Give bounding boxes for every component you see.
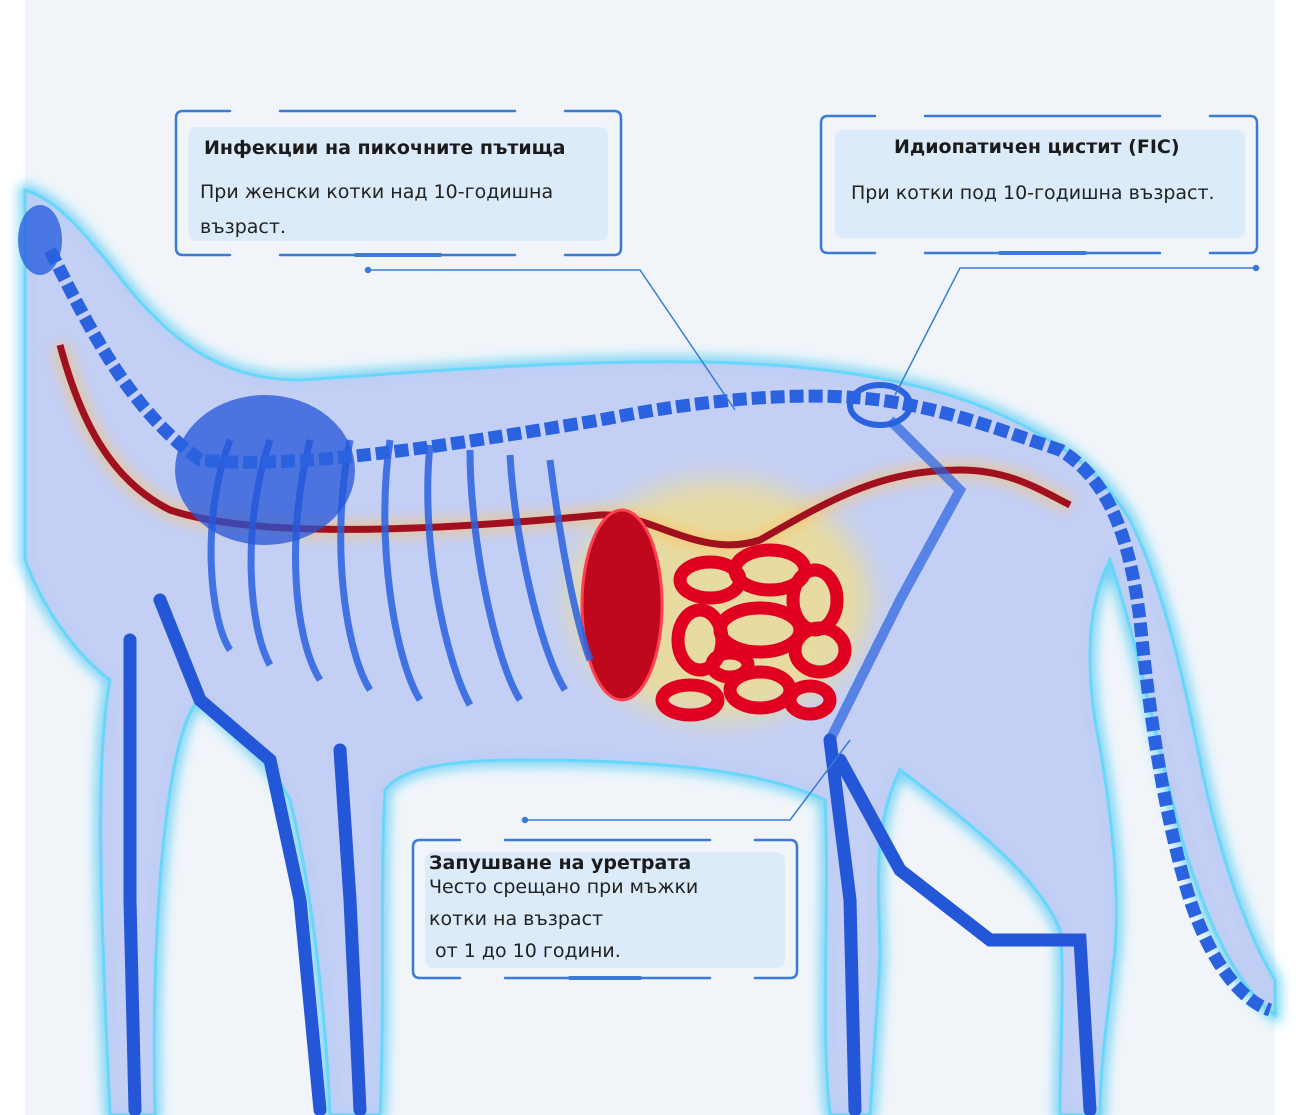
- callout-uti-line1: При женски котки над 10-годишна: [200, 181, 554, 203]
- callout-obstruction-title: Запушване на уретрата: [429, 852, 692, 874]
- skull: [18, 205, 62, 275]
- callout-uti: Инфекции на пикочните пътища При женски …: [188, 127, 608, 241]
- callout-fic: Идиопатичен цистит (FIC) При котки под 1…: [835, 130, 1245, 238]
- callout-fic-line1: При котки под 10-годишна възраст.: [851, 182, 1215, 204]
- stomach: [580, 508, 664, 702]
- callout-obstruction: Запушване на уретрата Често срещано при …: [425, 852, 785, 968]
- femur: [825, 416, 967, 743]
- callout-obstruction-line2: котки на възраст: [429, 908, 604, 930]
- callout-obstruction-line3: от 1 до 10 години.: [435, 940, 621, 962]
- connector-lines: [364, 264, 1260, 824]
- intestines: [655, 543, 852, 722]
- leg-bones: [123, 593, 1097, 1115]
- scapula: [175, 395, 355, 545]
- callout-frames: [174, 109, 1259, 980]
- pelvis: [847, 382, 913, 428]
- callout-uti-title: Инфекции на пикочните пътища: [204, 137, 566, 159]
- callout-obstruction-line1: Често срещано при мъжки: [429, 876, 699, 898]
- callout-fic-title: Идиопатичен цистит (FIC): [894, 136, 1180, 158]
- callout-uti-line2: възраст.: [200, 216, 286, 238]
